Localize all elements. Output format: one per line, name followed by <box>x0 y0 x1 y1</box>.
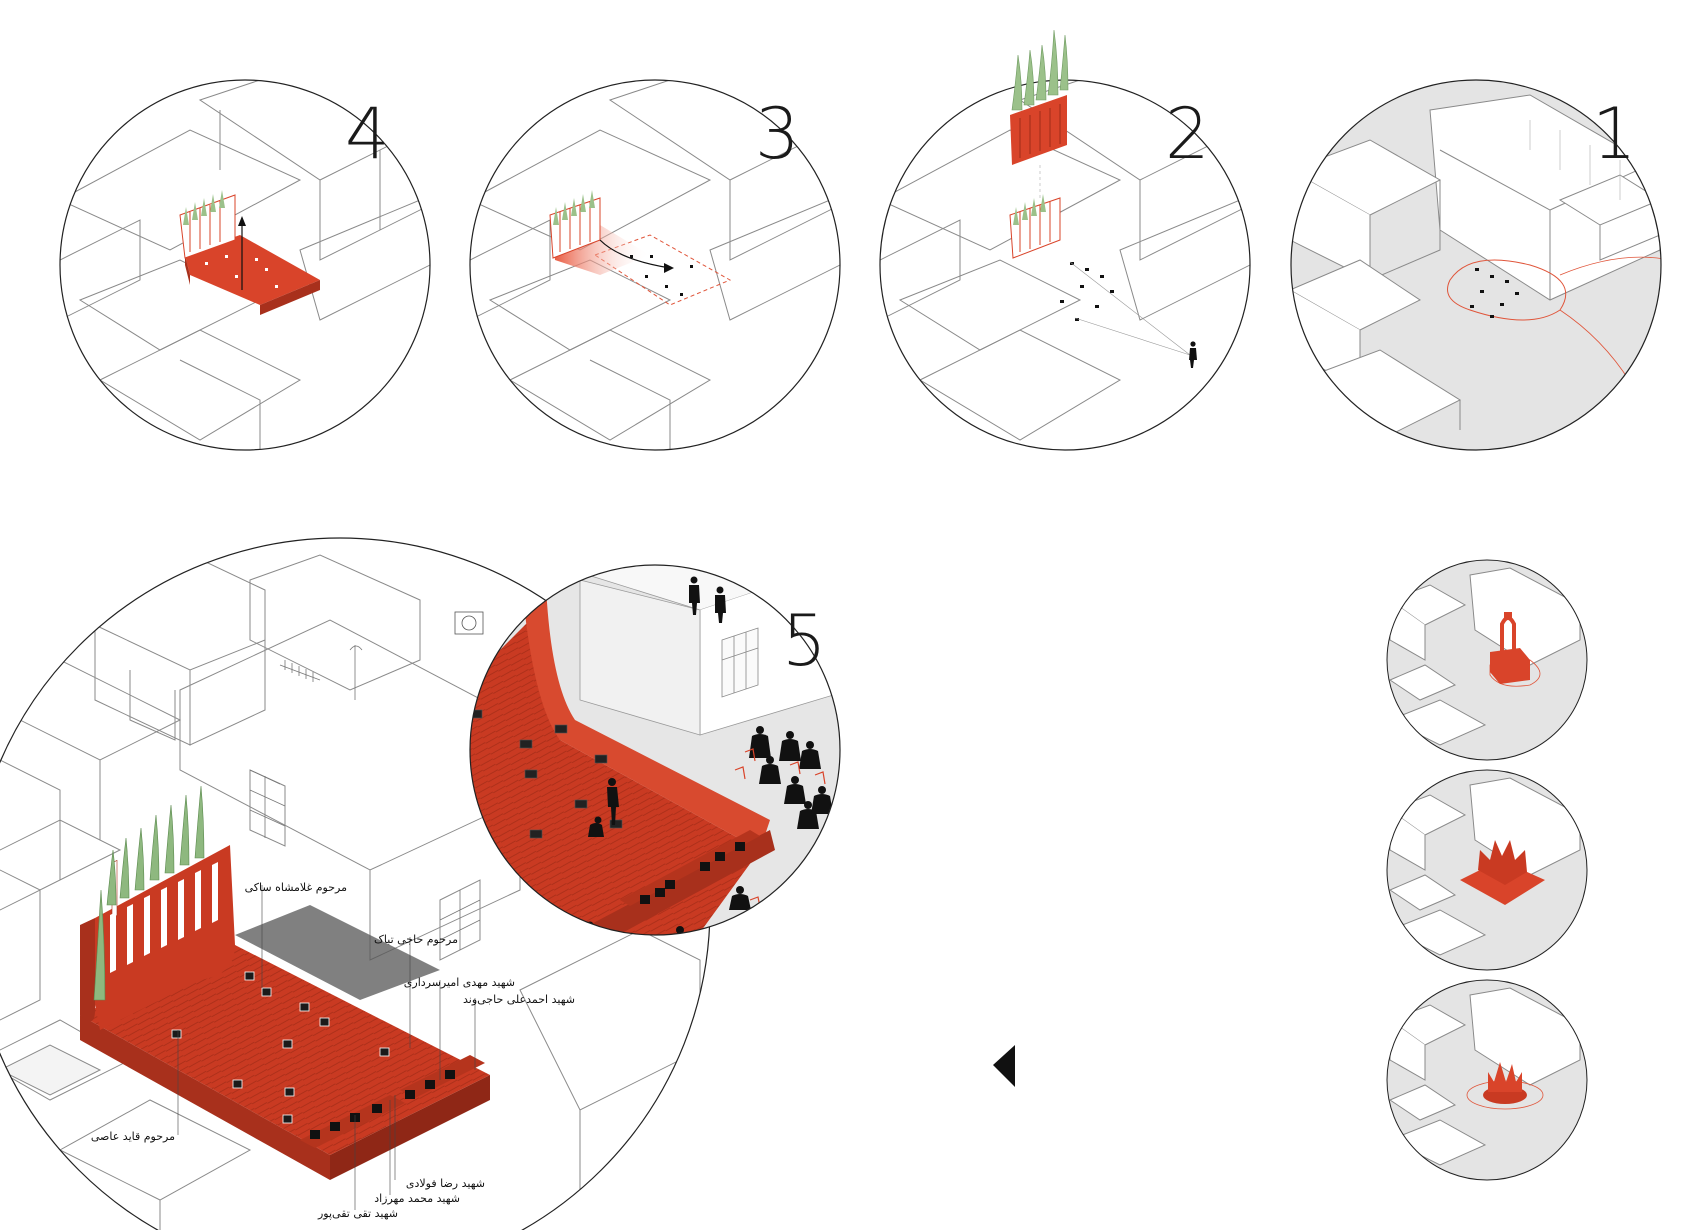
step-3-circle: 3 <box>469 79 841 451</box>
variant-circle-2 <box>1386 769 1588 971</box>
label-5: مرحوم قاید عاصی <box>91 1130 175 1143</box>
label-8: شهید تقی تقی‌پور <box>317 1207 398 1220</box>
step-4-circle: 4 <box>59 79 431 451</box>
label-1: مرحوم غلامشاه ساکی <box>245 881 347 894</box>
step-number-4: 4 <box>345 93 390 175</box>
step-2-circle: 2 <box>879 29 1251 451</box>
triangle-left-icon[interactable] <box>993 1045 1015 1087</box>
step-number-1: 1 <box>1592 93 1637 175</box>
variant-circle-1 <box>1386 559 1588 761</box>
label-7: شهید محمد مهرزاد <box>374 1192 460 1205</box>
label-2: مرحوم حاجی تباک <box>374 933 458 946</box>
step-number-5: 5 <box>782 600 827 682</box>
label-3: شهید مهدی امیرسرداری <box>404 976 515 989</box>
label-4: شهید احمدعلی حاجی‌وند <box>463 993 575 1006</box>
step-number-3: 3 <box>755 93 800 175</box>
label-6: شهید رضا فولادی <box>406 1177 485 1190</box>
step-1-circle: 1 <box>1290 79 1662 451</box>
variant-circle-3 <box>1386 979 1588 1181</box>
step-number-2: 2 <box>1165 93 1210 175</box>
